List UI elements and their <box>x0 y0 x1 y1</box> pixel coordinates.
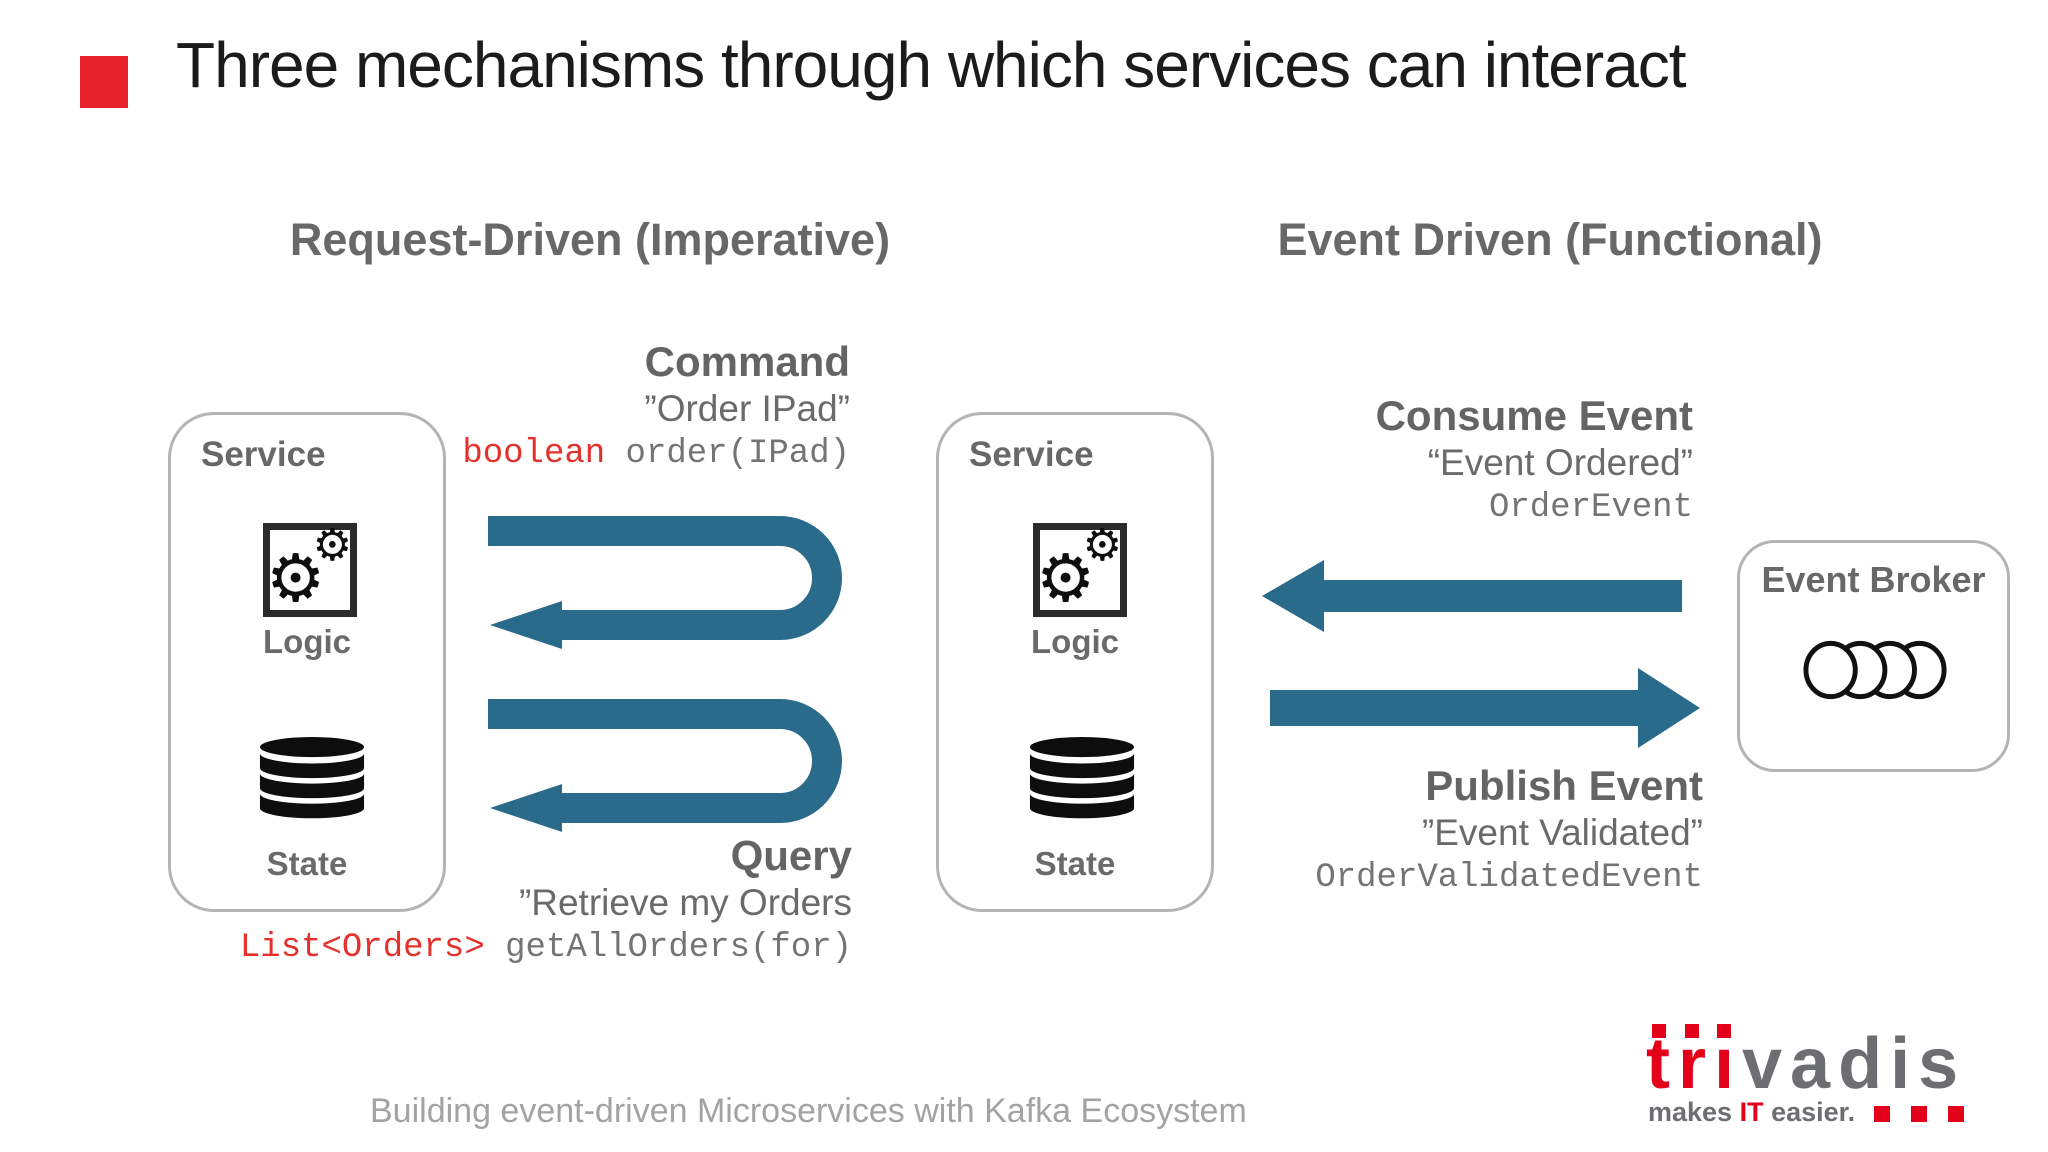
consume-event-arrow <box>1262 560 1682 632</box>
service-box-middle: Service ⚙ ⚙ Logic State <box>936 412 1214 912</box>
publish-event-code: OrderValidatedEvent <box>1315 859 1703 897</box>
event-broker-box: Event Broker <box>1737 540 2010 772</box>
consume-event-quote: “Event Ordered” <box>1427 442 1693 483</box>
logic-label: Logic <box>263 623 351 660</box>
footer-caption: Building event-driven Microservices with… <box>370 1092 1247 1130</box>
publish-event-title: Publish Event <box>1425 762 1703 809</box>
publish-event-annotation: Publish Event ”Event Validated” OrderVal… <box>1315 762 1703 901</box>
logo-dot-icon <box>1948 1106 1964 1122</box>
query-code: List<Orders> getAllOrders(for) <box>239 929 852 967</box>
state-label: State <box>1034 845 1116 882</box>
gears-logic-icon: ⚙ ⚙ <box>263 523 357 617</box>
command-code: boolean order(IPad) <box>462 435 850 473</box>
database-state-icon <box>259 737 365 819</box>
event-broker-title: Event Broker <box>1761 559 1986 600</box>
logo-dot-icon <box>1874 1106 1890 1122</box>
service-box-left: Service ⚙ ⚙ Logic State <box>168 412 446 912</box>
heading-event-driven: Event Driven (Functional) <box>1277 214 1823 265</box>
command-annotation: Command ”Order IPad” boolean order(IPad) <box>462 338 850 477</box>
publish-event-quote: ”Event Validated” <box>1421 812 1703 853</box>
database-state-icon <box>1029 737 1135 819</box>
logo-tagline: makes IT easier. <box>1648 1097 1856 1127</box>
consume-event-code: OrderEvent <box>1488 489 1693 527</box>
consume-event-annotation: Consume Event “Event Ordered” OrderEvent <box>1376 392 1693 531</box>
publish-event-arrow <box>1270 668 1700 748</box>
trivadis-logo: trıvadis <box>1646 1024 1967 1104</box>
heading-request-driven: Request-Driven (Imperative) <box>289 214 891 265</box>
logo-dot-icon <box>1911 1106 1927 1122</box>
service-box-title: Service <box>201 435 326 474</box>
consume-event-title: Consume Event <box>1375 392 1693 439</box>
title-bullet-square <box>80 56 128 108</box>
service-box-title: Service <box>969 435 1094 474</box>
page-title: Three mechanisms through which services … <box>176 29 1687 101</box>
query-title: Query <box>730 832 852 879</box>
gears-logic-icon: ⚙ ⚙ <box>1033 523 1127 617</box>
query-request-arrow <box>488 699 842 832</box>
logo-dot-icon <box>1685 1024 1699 1038</box>
logo-dot-icon <box>1652 1024 1666 1038</box>
query-quote: ”Retrieve my Orders <box>518 882 852 923</box>
event-log-icon <box>1803 640 1947 700</box>
logic-label: Logic <box>1031 623 1119 660</box>
query-annotation: Query ”Retrieve my Orders List<Orders> g… <box>240 832 852 971</box>
state-label: State <box>266 845 348 882</box>
command-title: Command <box>644 338 850 385</box>
command-quote: ”Order IPad” <box>644 388 850 429</box>
command-request-arrow <box>488 516 842 649</box>
logo-dot-icon <box>1717 1024 1731 1038</box>
